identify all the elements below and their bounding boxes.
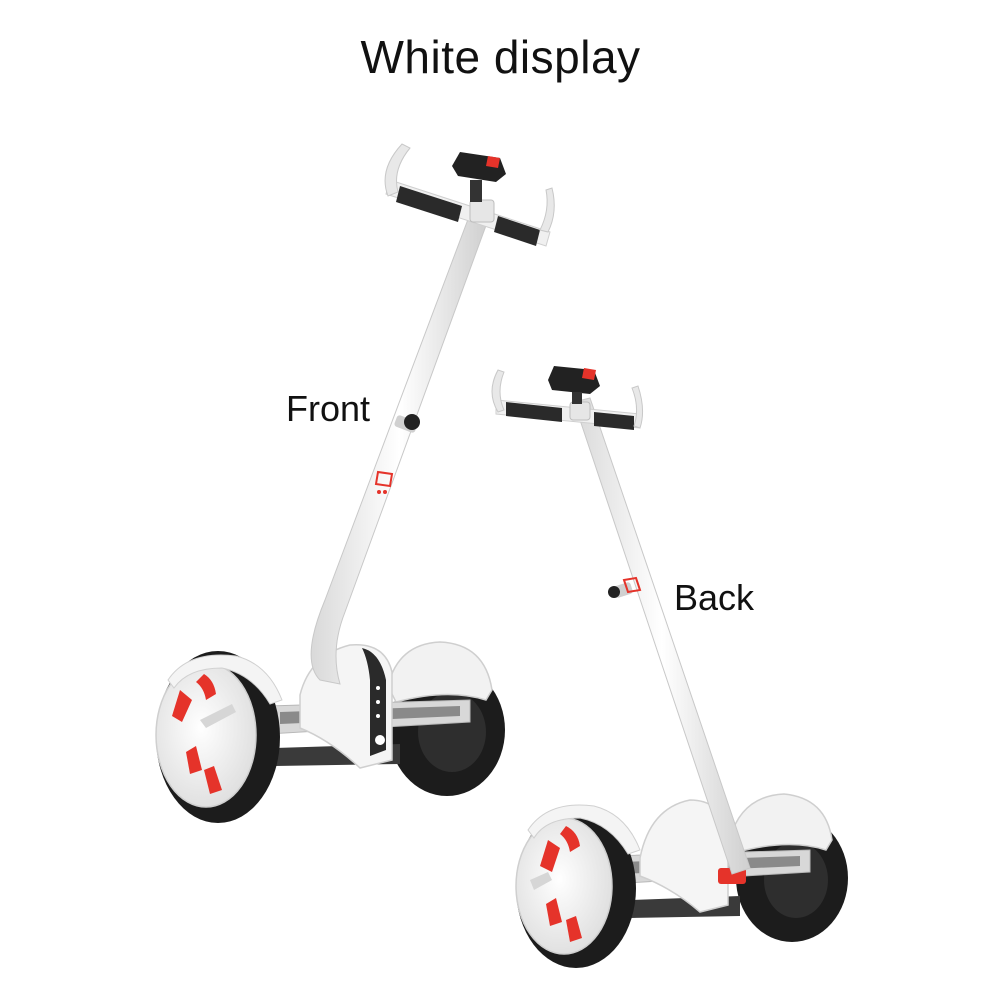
back-scooter-body	[639, 799, 746, 913]
front-label: Front	[286, 388, 371, 429]
back-scooter-left-wheel	[515, 804, 641, 968]
front-scooter	[155, 143, 555, 823]
product-title: White display	[360, 31, 641, 83]
front-scooter-handlebar	[384, 143, 555, 247]
front-scooter-left-wheel	[155, 651, 283, 823]
back-scooter	[491, 366, 848, 968]
front-scooter-pole	[310, 213, 489, 685]
back-scooter-handlebar	[491, 366, 644, 430]
back-scooter-pole	[573, 397, 751, 875]
back-label: Back	[674, 577, 755, 618]
